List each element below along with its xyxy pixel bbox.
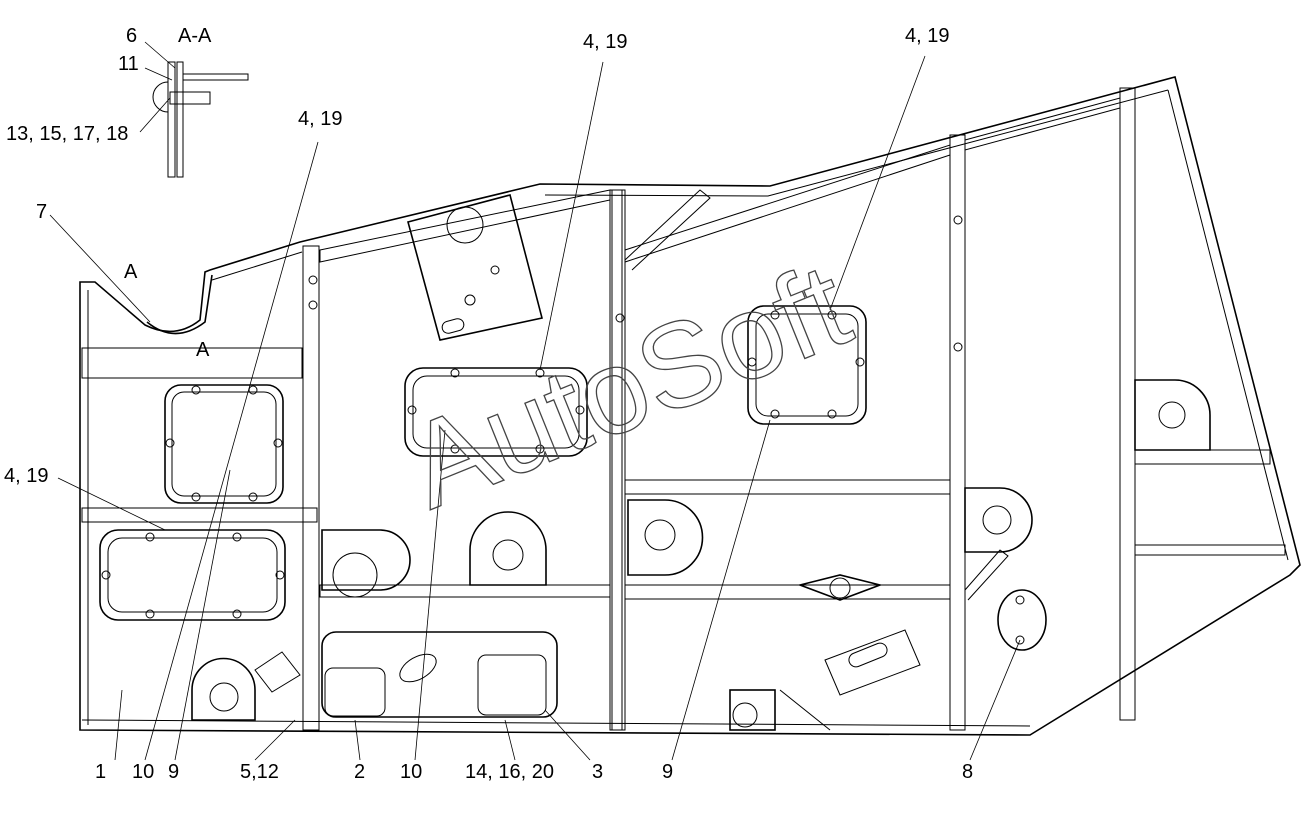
callout-1: 1 — [95, 761, 106, 783]
callout-9-right: 9 — [662, 761, 673, 783]
callout-14-16-20: 14, 16, 20 — [465, 761, 554, 783]
callout-3: 3 — [592, 761, 603, 783]
leader-lines — [49, 41, 1021, 761]
callout-4-19-middle: 4, 19 — [583, 31, 627, 53]
frame-vertical — [302, 87, 1136, 731]
watermark: AutoSoft — [390, 237, 867, 534]
callout-4-19-upper-left: 4, 19 — [298, 108, 342, 130]
callout-labels: 6 11 13, 15, 17, 18 7 4, 19 4, 19 4, 19 … — [4, 25, 973, 783]
mount-plate — [407, 194, 543, 341]
callout-4-19-right: 4, 19 — [905, 25, 949, 47]
callout-9-left: 9 — [168, 761, 179, 783]
callout-8: 8 — [962, 761, 973, 783]
bosses — [191, 379, 1211, 731]
section-detail — [152, 61, 249, 178]
arc-cutout — [146, 274, 213, 335]
section-mark-lower: A — [196, 339, 210, 361]
section-title: A-A — [178, 25, 212, 47]
callout-11: 11 — [118, 53, 139, 75]
panel-outline — [79, 76, 1301, 736]
callout-10-middle: 10 — [400, 761, 422, 783]
callout-2: 2 — [354, 761, 365, 783]
callout-4-19-left: 4, 19 — [4, 465, 48, 487]
braces — [624, 189, 1009, 731]
bolts — [101, 215, 1025, 645]
callout-13: 13, 15, 17, 18 — [6, 123, 128, 145]
callout-5-12: 5,12 — [240, 761, 279, 783]
callout-6: 6 — [126, 25, 137, 47]
callout-10-left: 10 — [132, 761, 154, 783]
section-mark-upper: A — [124, 261, 138, 283]
callout-7: 7 — [36, 201, 47, 223]
